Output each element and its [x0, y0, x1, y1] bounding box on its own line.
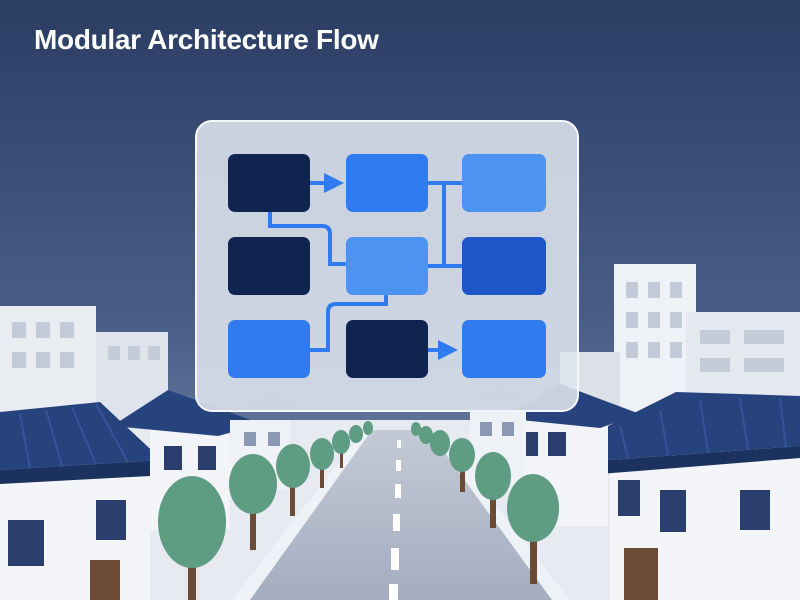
- node-c2: [462, 237, 546, 295]
- nodes: [228, 154, 546, 378]
- trees: [158, 421, 559, 600]
- connector-a1-b2: [268, 210, 348, 266]
- node-a3: [228, 320, 310, 378]
- page-title: Modular Architecture Flow: [34, 24, 379, 55]
- diagram-panel: [195, 120, 579, 412]
- node-b3: [346, 320, 428, 378]
- node-c1: [462, 154, 546, 212]
- connectors: [268, 173, 464, 360]
- node-b1: [346, 154, 428, 212]
- node-a2: [228, 237, 310, 295]
- connector-a3-b2: [308, 294, 388, 352]
- connector-b1-c2: [426, 181, 464, 268]
- node-c3: [462, 320, 546, 378]
- node-b2: [346, 237, 428, 295]
- node-a1: [228, 154, 310, 212]
